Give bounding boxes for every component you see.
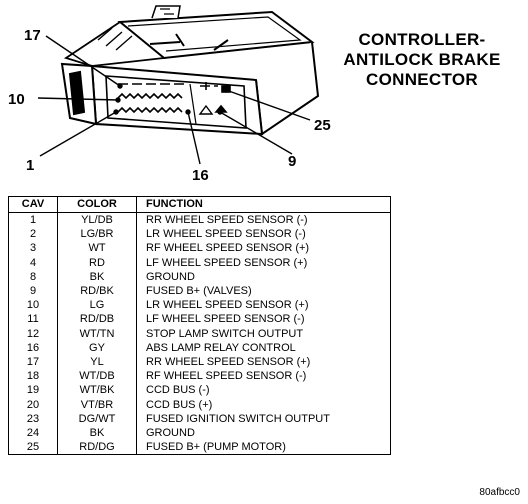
cell-cav: 8: [8, 269, 58, 285]
cell-color: RD/DB: [57, 312, 137, 327]
cell-cav: 23: [8, 411, 58, 427]
cell-cav: 4: [8, 255, 58, 270]
callout-pin-16: 16: [192, 167, 209, 184]
cell-color: RD/DG: [57, 440, 137, 456]
cell-color: LG: [57, 298, 137, 313]
cell-function: RR WHEEL SPEED SENSOR (-): [136, 212, 391, 228]
header-cav: CAV: [8, 196, 58, 213]
cell-cav: 20: [8, 397, 58, 412]
cell-cav: 25: [8, 440, 58, 456]
cell-cav: 2: [8, 227, 58, 242]
cell-function: STOP LAMP SWITCH OUTPUT: [136, 326, 391, 341]
figure-code: 80afbcc0: [479, 487, 520, 498]
cell-color: RD: [57, 255, 137, 270]
cell-cav: 17: [8, 355, 58, 370]
cell-color: WT/BK: [57, 383, 137, 398]
header-color: COLOR: [57, 196, 137, 213]
cell-function: CCD BUS (+): [136, 397, 391, 412]
header-function: FUNCTION: [136, 196, 391, 213]
cell-function: FUSED B+ (PUMP MOTOR): [136, 440, 391, 456]
cell-function: LF WHEEL SPEED SENSOR (+): [136, 255, 391, 270]
cell-cav: 10: [8, 298, 58, 313]
cell-cav: 19: [8, 383, 58, 398]
cell-function: LR WHEEL SPEED SENSOR (+): [136, 298, 391, 313]
title-line-1: CONTROLLER-: [358, 30, 486, 49]
cell-color: YL/DB: [57, 212, 137, 228]
cell-color: WT/DB: [57, 369, 137, 384]
callout-pin-1: 1: [26, 157, 34, 174]
connector-body: [60, 5, 320, 136]
cell-cav: 24: [8, 426, 58, 441]
callout-pin-17: 17: [24, 27, 41, 44]
cell-color: WT: [57, 241, 137, 256]
cell-cav: 11: [8, 312, 58, 327]
cell-cav: 12: [8, 326, 58, 341]
diagram-title: CONTROLLER- ANTILOCK BRAKE CONNECTOR: [322, 30, 522, 90]
cell-color: GY: [57, 340, 137, 356]
connector-diagram: 17 10 1 16 25 9: [8, 5, 331, 184]
cell-function: ABS LAMP RELAY CONTROL: [136, 340, 391, 356]
cell-cav: 1: [8, 212, 58, 228]
callout-pin-25: 25: [314, 117, 331, 134]
table-header-row: CAV COLOR FUNCTION: [8, 196, 391, 213]
cell-color: BK: [57, 269, 137, 285]
cell-function: FUSED B+ (VALVES): [136, 284, 391, 299]
cell-cav: 16: [8, 340, 58, 356]
cell-cav: 9: [8, 284, 58, 299]
cell-function: LF WHEEL SPEED SENSOR (-): [136, 312, 391, 327]
cell-function: LR WHEEL SPEED SENSOR (-): [136, 227, 391, 242]
cell-function: CCD BUS (-): [136, 383, 391, 398]
cell-color: DG/WT: [57, 411, 137, 427]
cell-function: RF WHEEL SPEED SENSOR (-): [136, 369, 391, 384]
cell-cav: 3: [8, 241, 58, 256]
title-line-3: CONNECTOR: [366, 70, 478, 89]
leader-lines: [37, 35, 311, 165]
callout-pin-9: 9: [288, 153, 296, 170]
cell-function: RR WHEEL SPEED SENSOR (+): [136, 355, 391, 370]
cell-function: RF WHEEL SPEED SENSOR (+): [136, 241, 391, 256]
cell-function: GROUND: [136, 426, 391, 441]
cell-function: FUSED IGNITION SWITCH OUTPUT: [136, 411, 391, 427]
title-line-2: ANTILOCK BRAKE: [343, 50, 501, 69]
cell-color: BK: [57, 426, 137, 441]
cell-function: GROUND: [136, 269, 391, 285]
pin-cavities: [117, 82, 231, 115]
cell-color: VT/BR: [57, 397, 137, 412]
cell-cav: 18: [8, 369, 58, 384]
callout-pin-10: 10: [8, 91, 25, 108]
cell-color: RD/BK: [57, 284, 137, 299]
cell-color: LG/BR: [57, 227, 137, 242]
cell-color: WT/TN: [57, 326, 137, 341]
cell-color: YL: [57, 355, 137, 370]
